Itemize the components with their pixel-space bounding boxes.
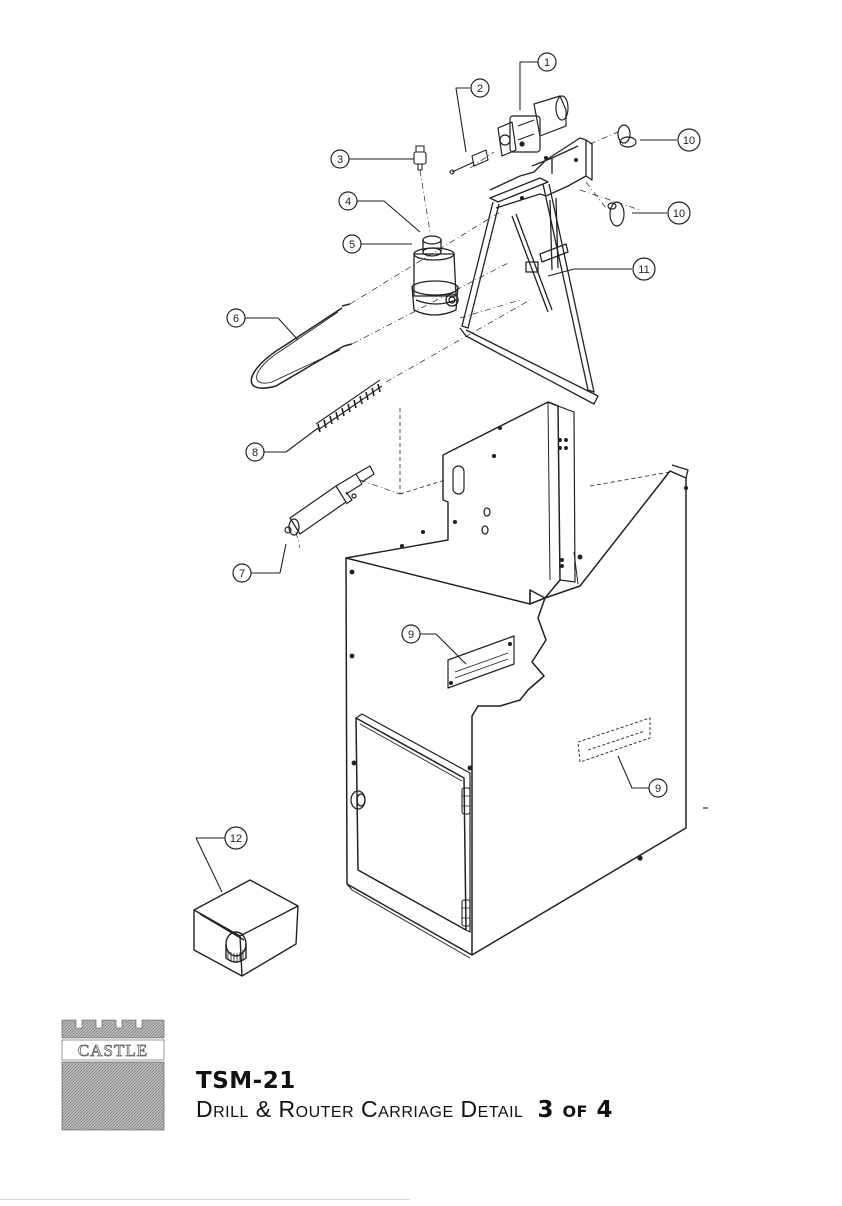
svg-text:3: 3 <box>337 154 343 166</box>
svg-text:10: 10 <box>673 208 685 220</box>
drill-motor <box>498 96 568 156</box>
drawing-title: Drill & Router Carriage Detail 3 of 4 <box>196 1096 613 1123</box>
svg-text:1: 1 <box>544 57 550 69</box>
return-spring <box>316 380 382 432</box>
title-block: TSM-21 Drill & Router Carriage Detail 3 o… <box>196 1068 613 1123</box>
callout-5: 5 <box>343 235 361 253</box>
svg-text:9: 9 <box>655 783 661 795</box>
svg-text:2: 2 <box>477 83 483 95</box>
power-cable <box>251 304 352 388</box>
callout-3: 3 <box>331 150 349 168</box>
callout-12: 12 <box>225 827 247 849</box>
callout-6: 6 <box>227 309 245 327</box>
svg-text:7: 7 <box>239 568 245 580</box>
foot-switch <box>194 880 298 976</box>
callout-8: 8 <box>246 443 264 461</box>
drill-bit-collet <box>450 150 488 174</box>
model-code: TSM-21 <box>196 1068 613 1094</box>
cabinet <box>346 408 688 958</box>
svg-text:8: 8 <box>252 447 258 459</box>
svg-text:6: 6 <box>233 313 239 325</box>
callout-7: 7 <box>233 564 251 582</box>
svg-text:4: 4 <box>345 196 351 208</box>
svg-text:5: 5 <box>349 239 355 251</box>
callout-11: 11 <box>633 258 655 280</box>
castle-logo-icon: CASTLE <box>62 1020 164 1130</box>
callout-balloons: 1 2 3 4 5 6 7 8 9 9 10 10 11 12 <box>225 53 700 849</box>
locking-knob-lower <box>608 202 624 226</box>
svg-text:11: 11 <box>638 264 649 276</box>
locking-knob-upper <box>618 125 636 147</box>
callout-1: 1 <box>538 53 556 71</box>
svg-text:10: 10 <box>683 135 695 147</box>
slot-plate-front <box>448 636 514 688</box>
router-motor <box>412 236 458 315</box>
slot-plate-inside <box>578 718 650 762</box>
callout-4: 4 <box>339 192 357 210</box>
castle-logo-text: CASTLE <box>78 1041 148 1060</box>
drawing-subtitle: Drill & Router Carriage Detail <box>196 1096 523 1122</box>
callout-2: 2 <box>471 79 489 97</box>
bottom-rule <box>0 1199 410 1200</box>
carriage-stand-frame <box>460 138 598 404</box>
callout-10-lower: 10 <box>668 202 690 224</box>
leader-lines <box>196 62 677 892</box>
air-cylinder <box>285 466 374 535</box>
svg-text:9: 9 <box>408 629 414 641</box>
svg-text:12: 12 <box>230 833 242 845</box>
callout-9-inside: 9 <box>649 779 667 797</box>
callout-9-front: 9 <box>402 625 420 643</box>
air-fitting <box>414 146 426 170</box>
rear-mounting-panel <box>346 402 575 604</box>
page-indicator: 3 of 4 <box>537 1097 613 1123</box>
callout-10-upper: 10 <box>678 129 700 151</box>
